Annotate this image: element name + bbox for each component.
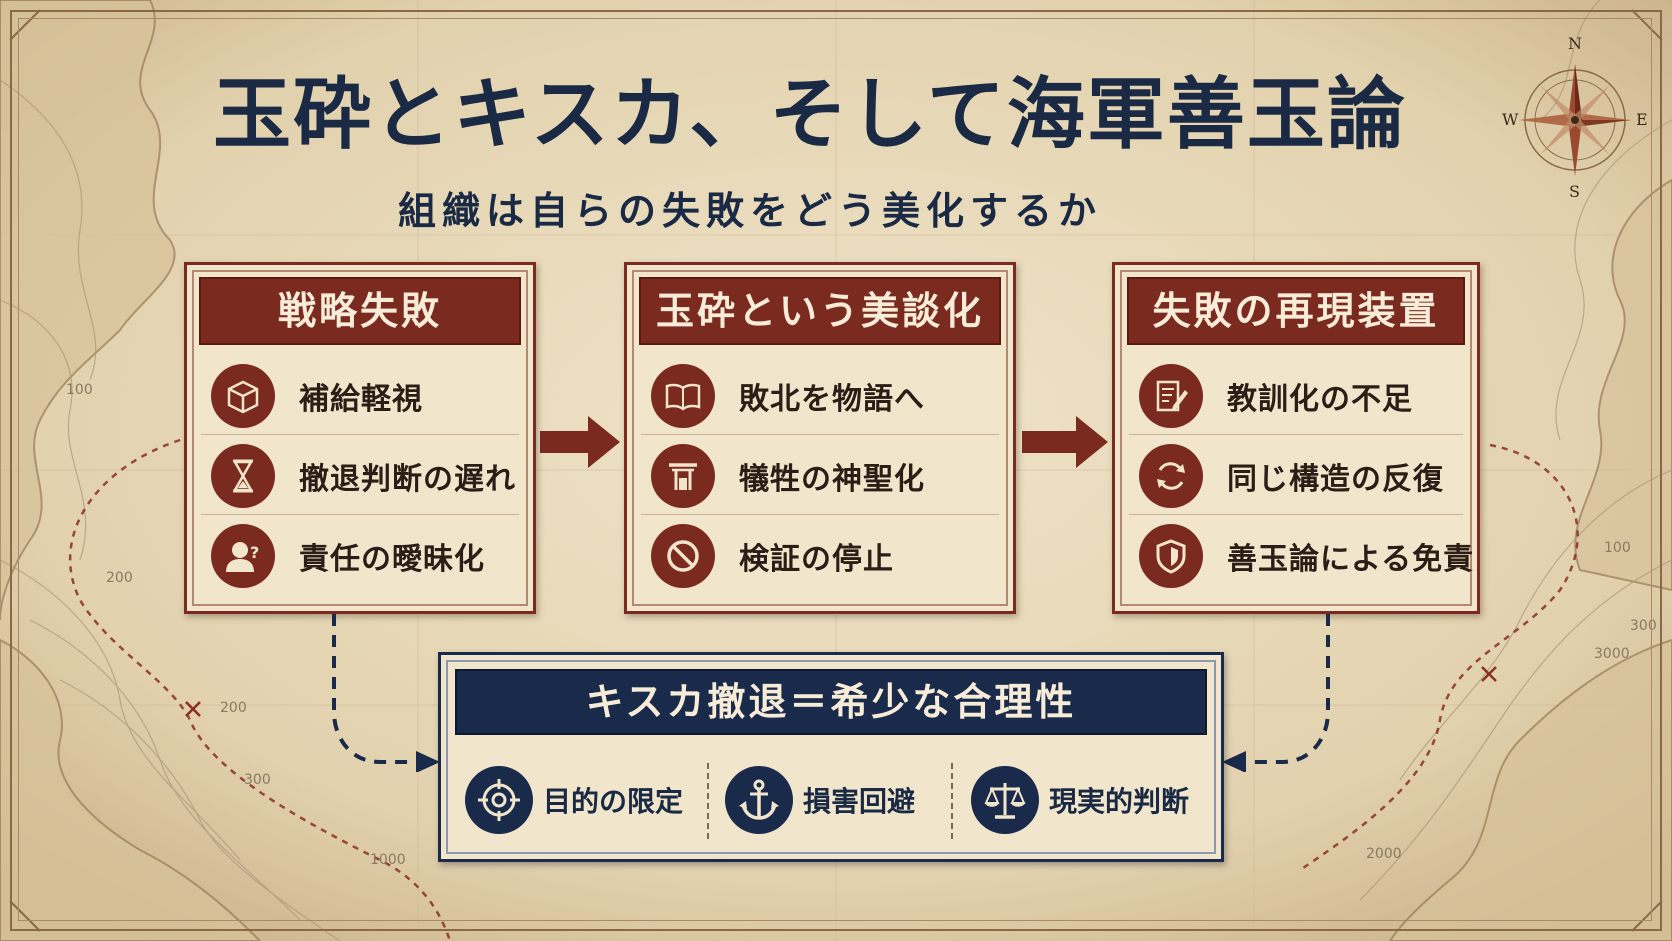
box-title: 戦略失敗	[199, 277, 521, 345]
item-label: 現実的判断	[1049, 785, 1190, 818]
item-label: 損害回避	[803, 785, 916, 818]
list-item: 同じ構造の反復	[1129, 437, 1463, 515]
item-label: 補給軽視	[299, 381, 423, 417]
bottom-item: 現実的判断	[971, 755, 1189, 845]
box-failure-reproduction: 失敗の再現装置 教訓化の不足 同じ構造の反復 善玉論による免責	[1112, 262, 1480, 614]
list-item: 教訓化の不足	[1129, 357, 1463, 435]
item-label: 同じ構造の反復	[1227, 461, 1444, 497]
document-pen-icon	[1139, 363, 1203, 428]
svg-text:?: ?	[250, 543, 259, 562]
map-label: 300	[1630, 618, 1657, 634]
person-question-icon: ?	[211, 524, 275, 588]
compass-rose: N S W E	[1500, 34, 1650, 204]
compass-s: S	[1569, 182, 1580, 201]
box-title: 玉砕という美談化	[639, 277, 1001, 345]
item-label: 責任の曖昧化	[299, 542, 485, 577]
item-label: 善玉論による免責	[1227, 542, 1475, 577]
item-label: 撤退判断の遅れ	[299, 461, 516, 497]
item-label: 敗北を物語へ	[739, 381, 925, 417]
box-title: 失敗の再現装置	[1127, 277, 1465, 345]
compass-n: N	[1568, 34, 1582, 53]
list-item: ? 責任の曖昧化	[201, 517, 519, 595]
compass-e: E	[1636, 110, 1648, 129]
outer-frame	[10, 10, 1662, 931]
item-label: 検証の停止	[739, 542, 894, 577]
box-strategy-failure: 戦略失敗 補給軽視 撤退判断の遅れ ? 責任の曖昧化	[184, 262, 536, 614]
compass-icon	[1519, 64, 1631, 176]
divider	[951, 763, 953, 839]
target-icon	[465, 766, 533, 834]
list-item: 撤退判断の遅れ	[201, 437, 519, 515]
list-item: 善玉論による免責	[1129, 517, 1473, 595]
list-item: 検証の停止	[641, 517, 999, 595]
map-label: 1000	[370, 852, 406, 868]
map-label: 200	[106, 570, 133, 586]
anchor-icon	[725, 766, 793, 834]
shrine-icon	[651, 443, 715, 508]
compass-w: W	[1502, 110, 1519, 129]
map-label: 100	[66, 382, 93, 398]
page-subtitle: 組織は自らの失敗をどう美化するか	[397, 189, 1102, 233]
item-label: 犠牲の神聖化	[739, 461, 925, 497]
box-gyokusai-glorification: 玉砕という美談化 敗北を物語へ 犠牲の神聖化 検証の停止	[624, 262, 1016, 614]
prohibited-icon	[651, 524, 715, 588]
list-item: 敗北を物語へ	[641, 357, 999, 435]
shield-icon	[1139, 524, 1203, 588]
map-label: 200	[220, 700, 247, 716]
arrow-right-icon	[1022, 416, 1108, 468]
map-label: 100	[1604, 540, 1631, 556]
page-title: 玉砕とキスカ、そして海軍善玉論	[213, 69, 1407, 160]
inner-frame	[18, 18, 1652, 921]
dashed-connector-left	[332, 614, 440, 772]
bottom-item: 目的の限定	[465, 755, 683, 845]
map-label: 2000	[1366, 846, 1402, 862]
box-kiska-withdrawal: キスカ撤退＝希少な合理性 目的の限定 損害回避 現実的判断	[438, 652, 1224, 862]
hourglass-icon	[211, 443, 275, 508]
list-item: 犠牲の神聖化	[641, 437, 999, 515]
list-item: 補給軽視	[201, 357, 519, 435]
box-icon	[211, 363, 275, 428]
dashed-connector-right	[1222, 614, 1330, 772]
divider	[707, 763, 709, 839]
item-label: 目的の限定	[543, 785, 684, 818]
cycle-icon	[1139, 443, 1203, 508]
map-label: 3000	[1594, 646, 1630, 662]
map-label: 300	[244, 772, 271, 788]
item-label: 教訓化の不足	[1227, 381, 1413, 417]
arrow-right-icon	[540, 416, 620, 468]
scales-icon	[971, 766, 1039, 834]
book-icon	[651, 363, 715, 428]
bottom-item: 損害回避	[725, 755, 915, 845]
bottom-box-title: キスカ撤退＝希少な合理性	[455, 669, 1207, 735]
